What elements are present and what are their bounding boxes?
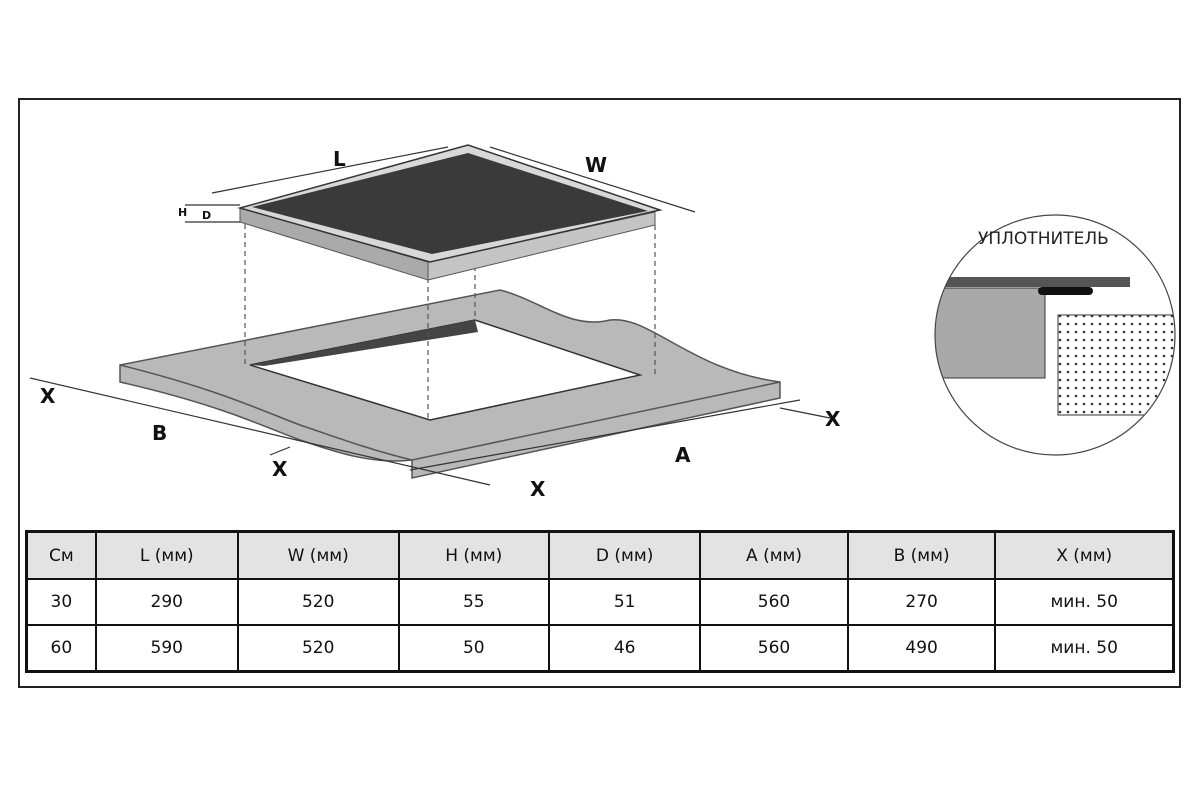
seal-label: УПЛОТНИТЕЛЬ — [978, 229, 1109, 249]
cell: 60 — [25, 624, 97, 673]
seal-icon — [1038, 287, 1093, 295]
label-X-left: X — [40, 384, 56, 408]
frame — [18, 98, 1181, 688]
cell: 490 — [846, 624, 997, 673]
label-B: B — [152, 421, 167, 445]
header-cell: См — [25, 530, 97, 580]
label-W: W — [585, 153, 607, 177]
cell: мин. 50 — [994, 578, 1175, 626]
label-A: A — [675, 443, 691, 467]
cell: 51 — [547, 578, 702, 626]
hob-diagram: L W H D X B X X A X УПЛОТНИТЕЛЬ — [29, 144, 1176, 501]
label-X-bottom-left: X — [272, 457, 288, 481]
label-X-right: X — [825, 407, 841, 431]
table-row: 60 590 520 50 46 560 490 мин. 50 — [25, 624, 1175, 673]
seal-detail: УПЛОТНИТЕЛЬ — [934, 214, 1176, 456]
cell: 55 — [397, 578, 551, 626]
header-cell: D (мм) — [547, 530, 702, 580]
cell: мин. 50 — [994, 624, 1175, 673]
hob — [237, 144, 663, 281]
header-cell: B (мм) — [846, 530, 997, 580]
cell: 590 — [94, 624, 239, 673]
cell: 560 — [699, 624, 849, 673]
header-cell: L (мм) — [94, 530, 239, 580]
cell: 30 — [25, 578, 97, 626]
projection-lines — [244, 215, 656, 420]
cell: 560 — [699, 578, 849, 626]
header-cell: X (мм) — [994, 530, 1175, 580]
label-D: D — [202, 209, 211, 222]
dimensions-table: См L (мм) W (мм) H (мм) D (мм) A (мм) B … — [25, 530, 1175, 673]
dimension-lines — [29, 146, 831, 486]
cell: 520 — [236, 624, 400, 673]
header-cell: A (мм) — [699, 530, 849, 580]
header-cell: H (мм) — [397, 530, 551, 580]
label-L: L — [333, 147, 346, 171]
cell: 46 — [547, 624, 702, 673]
cell: 290 — [94, 578, 239, 626]
label-X-bottom: X — [530, 477, 546, 501]
cell: 50 — [397, 624, 551, 673]
table-header-row: См L (мм) W (мм) H (мм) D (мм) A (мм) B … — [25, 530, 1175, 580]
header-cell: W (мм) — [236, 530, 400, 580]
label-H: H — [178, 206, 187, 219]
cell: 270 — [846, 578, 997, 626]
table-row: 30 290 520 55 51 560 270 мин. 50 — [25, 578, 1175, 626]
cell: 520 — [236, 578, 400, 626]
countertop — [119, 289, 781, 479]
